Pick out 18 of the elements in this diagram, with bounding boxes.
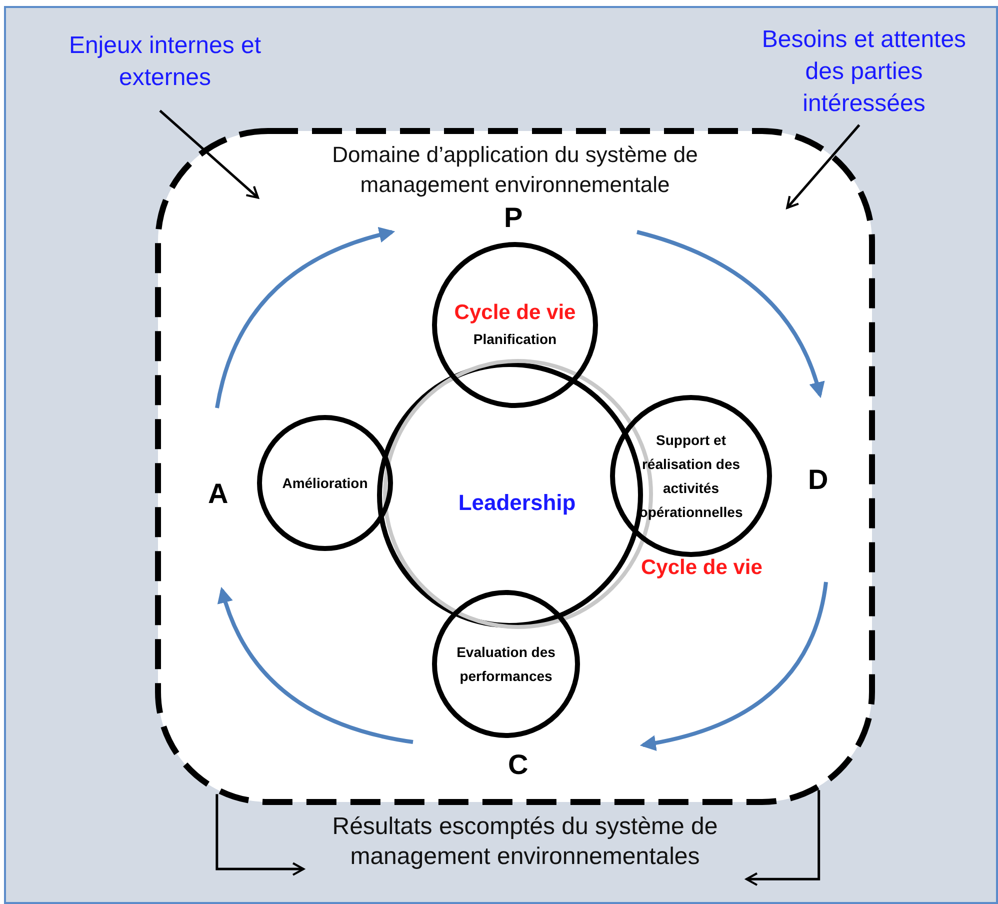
scope-label: Domaine d’application du système de management environnementale	[331, 141, 699, 199]
center-label: Leadership	[458, 488, 576, 517]
lifecycle-label: Cycle de vie	[454, 300, 576, 326]
lifecycle-label: Cycle de vie	[641, 555, 762, 581]
phase-letter: P	[504, 201, 523, 235]
phase-letter: D	[808, 463, 828, 497]
phase-letter: C	[508, 748, 528, 782]
arrow	[745, 790, 820, 886]
circle-label: Planification	[472, 330, 558, 349]
circle-label: Amélioration	[281, 474, 369, 493]
phase-letter: A	[208, 477, 228, 511]
outcome-text: Résultats escomptés du système de management environnementales	[331, 812, 719, 872]
arrow	[216, 794, 305, 876]
circle-label: Evaluation des performances	[456, 643, 556, 686]
arrow	[786, 124, 860, 209]
annotation-text: Besoins et attentes des parties intéressées	[760, 25, 968, 119]
annotation-text: Enjeux internes et externes	[68, 31, 262, 93]
arrow	[159, 110, 259, 199]
